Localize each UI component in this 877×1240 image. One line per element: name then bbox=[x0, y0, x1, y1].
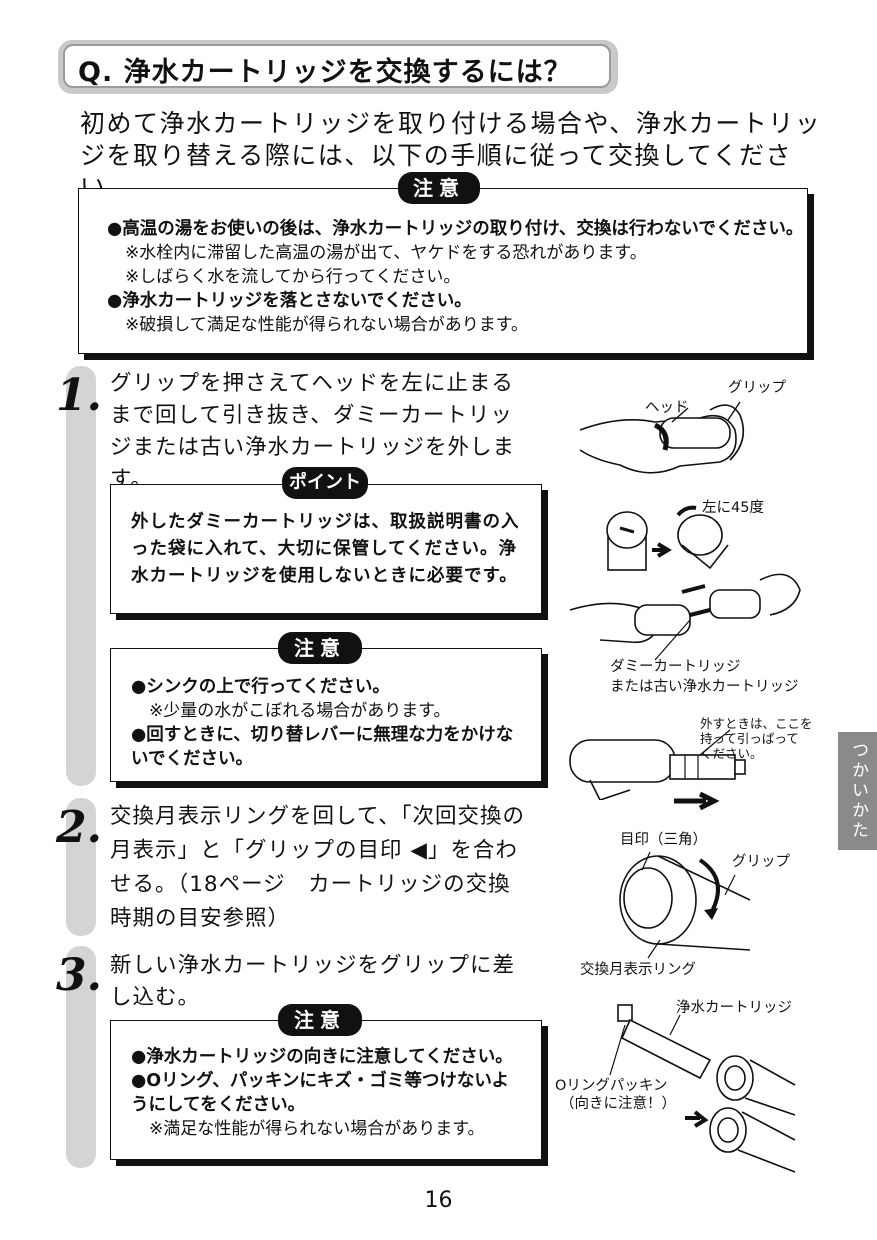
label-left45: 左に45度 bbox=[702, 500, 764, 516]
step2-illustration bbox=[619, 851, 751, 959]
point-box: 外したダミーカートリッジは、取扱説明書の入った袋に入れて、大切に保管してください… bbox=[110, 484, 542, 614]
caution-note: ※満足な性能が得られない場合があります。 bbox=[149, 1119, 485, 1139]
label-grip: グリップ bbox=[728, 380, 786, 396]
point-tag: ポイント bbox=[282, 467, 368, 499]
caution-bullet: ●高温の湯をお使いの後は、浄水カートリッジの取り付け、交換は行わないでください。 bbox=[107, 219, 804, 239]
label-ring: 交換月表示リング bbox=[580, 962, 696, 978]
caution-bullet: ●浄水カートリッジの向きに注意してください。 bbox=[131, 1047, 513, 1067]
title-inner bbox=[63, 44, 611, 88]
caution-note: ※破損して満足な性能が得られない場合があります。 bbox=[125, 315, 529, 335]
caution-note: ※しばらく水を流してから行ってください。 bbox=[125, 267, 461, 287]
step1-bar bbox=[66, 366, 96, 786]
arrow-right-icon bbox=[674, 791, 720, 811]
intro-text: 初めて浄水カートリッジを取り付ける場合や、浄水カートリッジを取り替える際には、以… bbox=[80, 109, 822, 202]
label-grip: グリップ bbox=[732, 854, 790, 870]
page-title: Q. 浄水カートリッジを交換するには？ bbox=[78, 57, 572, 88]
label-oring-1: Oリングパッキン bbox=[555, 1078, 668, 1094]
caution-tag: 注意 bbox=[398, 172, 480, 204]
caution-bullet: ●浄水カートリッジを落とさないでください。 bbox=[107, 291, 472, 311]
step1-caution-box: ●シンクの上で行ってください。 ※少量の水がこぼれる場合があります。 ●回すとき… bbox=[110, 648, 542, 782]
caution-bullet: ●回すときに、切り替レバーに無理な力をかけないでください。 bbox=[131, 725, 514, 769]
step1-number: 1. bbox=[56, 370, 102, 421]
point-text: 外したダミーカートリッジは、取扱説明書の入った袋に入れて、大切に保管してください… bbox=[131, 512, 520, 586]
step2-number: 2. bbox=[56, 802, 102, 853]
step2-bar bbox=[66, 798, 96, 936]
label-mark: 目印（三角） bbox=[620, 832, 707, 848]
label-hold-1: 外すときは、ここを bbox=[700, 716, 813, 731]
caution-note: ※少量の水がこぼれる場合があります。 bbox=[149, 701, 451, 721]
label-oring-2: （向きに注意！） bbox=[560, 1096, 676, 1112]
caution-tag: 注意 bbox=[278, 632, 362, 664]
step1-illustration bbox=[569, 401, 801, 800]
section-side-tab: つかいかた bbox=[838, 732, 877, 850]
main-caution-box: ●高温の湯をお使いの後は、浄水カートリッジの取り付け、交換は行わないでください。… bbox=[78, 188, 808, 354]
step3-text: 新しい浄水カートリッジをグリップに差し込む。 bbox=[110, 953, 516, 1010]
label-hold-2: 持って引っぱって bbox=[700, 731, 799, 746]
label-cartridge: 浄水カートリッジ bbox=[676, 1000, 792, 1016]
step3-caution-box: ●浄水カートリッジの向きに注意してください。 ●Oリング、パッキンにキズ・ゴミ等… bbox=[110, 1020, 542, 1160]
label-head: ヘッド bbox=[645, 400, 689, 416]
step2-text: 交換月表示リングを回して、「次回交換の月表示」と「グリップの目印 ◀」を合わせる… bbox=[110, 804, 526, 931]
label-dummy-1: ダミーカートリッジ bbox=[610, 659, 741, 675]
step1-text: グリップを押さえてヘッドを左に止まるまで回して引き抜き、ダミーカートリッジまたは… bbox=[110, 371, 516, 492]
label-dummy-2: または古い浄水カートリッジ bbox=[610, 679, 799, 695]
caution-bullet: ●Oリング、パッキンにキズ・ゴミ等つけないようにしてをください。 bbox=[131, 1071, 510, 1115]
caution-tag: 注意 bbox=[278, 1004, 362, 1036]
step3-illustration bbox=[609, 1004, 796, 1173]
step3-number: 3. bbox=[56, 950, 102, 1001]
label-hold-3: ください。 bbox=[700, 746, 763, 761]
page-number: 16 bbox=[424, 1188, 453, 1213]
caution-note: ※水栓内に滞留した高温の湯が出て、ヤケドをする恐れがあります。 bbox=[125, 243, 647, 263]
step3-bar bbox=[66, 946, 96, 1168]
caution-bullet: ●シンクの上で行ってください。 bbox=[131, 677, 390, 697]
